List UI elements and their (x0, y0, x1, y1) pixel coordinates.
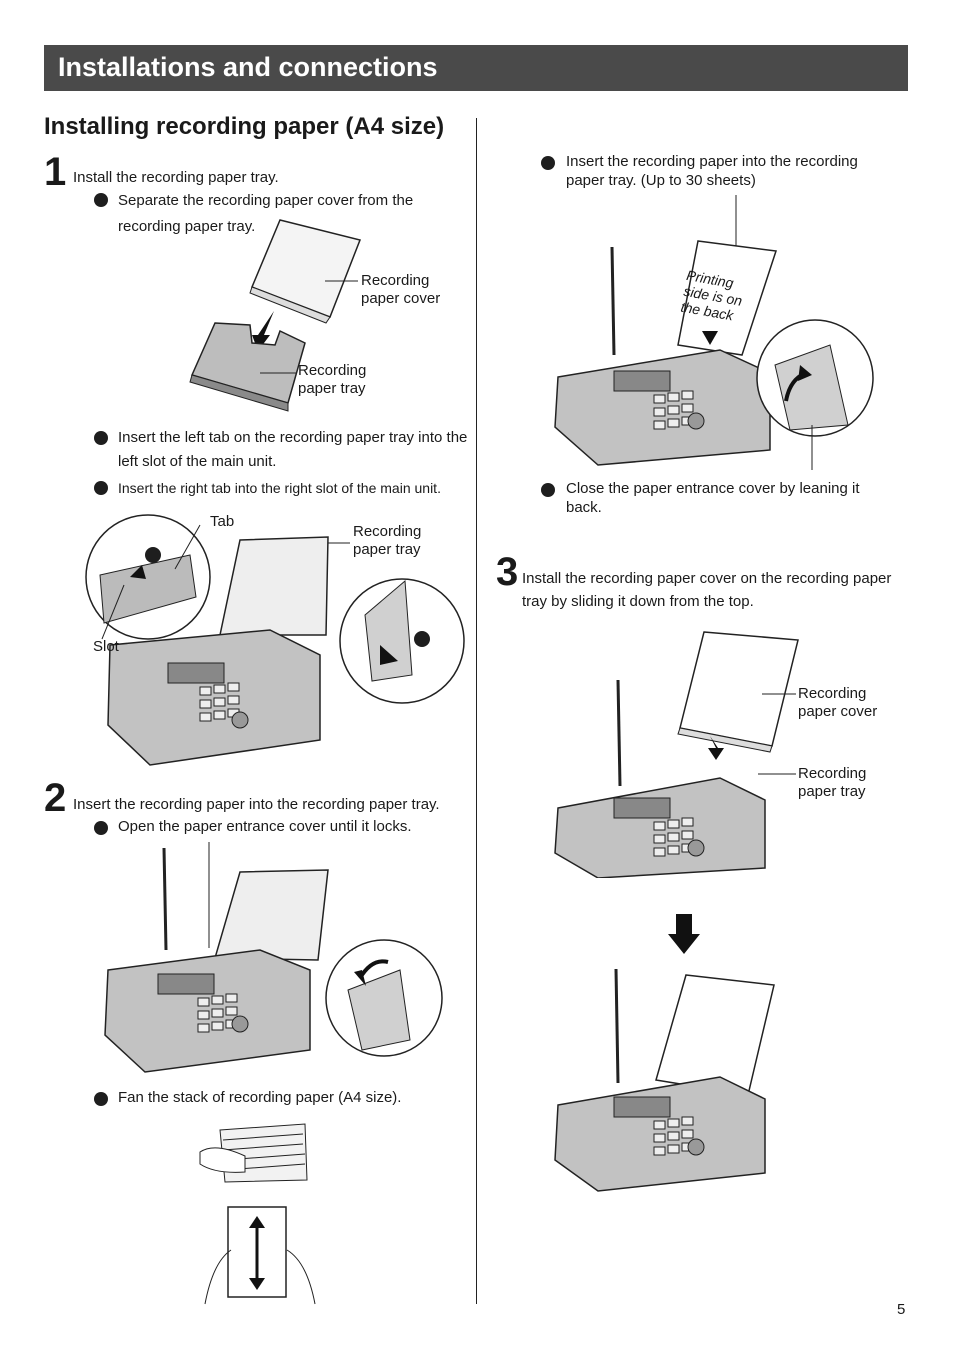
cover-tray-illustration: Recording paper cover Recording paper tr… (180, 215, 470, 415)
step-3-number: 3 (496, 550, 519, 594)
completed-installation-illustration (550, 965, 790, 1200)
bullet-icon (94, 431, 108, 445)
install-cover-illustration: Recording paper cover Recording paper tr… (550, 628, 890, 878)
right-bullet-1: Insert the recording paper into the reco… (566, 153, 858, 189)
column-divider (476, 118, 477, 1304)
step-1-bullet-3: Insert the right tab into the right slot… (118, 480, 441, 496)
bullet-icon (541, 483, 555, 497)
fan-paper-illustration (195, 1112, 325, 1307)
label-step3-tray: Recording paper tray (798, 765, 867, 800)
label-slot: Slot (93, 638, 119, 655)
bullet-icon (94, 193, 108, 207)
bullet-icon (541, 156, 555, 170)
paper-note: Printing side is on the back (680, 267, 747, 325)
insert-paper-illustration: Printing side is on the back (550, 195, 880, 470)
bullet-icon (94, 821, 108, 835)
header-bar: Installations and connections (44, 45, 908, 91)
step-1-bullet-1: Separate the recording paper cover from … (118, 192, 414, 235)
page-header-title: Installations and connections (58, 52, 438, 82)
label-tab: Tab (210, 513, 235, 530)
open-entrance-cover-illustration (100, 840, 450, 1075)
step-2-bullet-1: Open the paper entrance cover until it l… (118, 818, 412, 835)
step-3-text: Install the recording paper cover on the… (522, 570, 892, 610)
step-2-bullet-2: Fan the stack of recording paper (A4 siz… (118, 1089, 402, 1106)
step-2-text: Insert the recording paper into the reco… (73, 796, 440, 813)
bullet-icon (94, 1092, 108, 1106)
section-title: Installing recording paper (A4 size) (44, 113, 445, 140)
label-step3-cover: Recording paper cover (798, 685, 878, 720)
label-recording-paper-cover: Recording paper cover (361, 272, 441, 307)
step-1-number: 1 (44, 150, 67, 194)
step-1-bullet-2: Insert the left tab on the recording pap… (118, 429, 468, 470)
label-recording-paper-tray: Recording paper tray (298, 362, 367, 397)
step-2-number: 2 (44, 776, 67, 820)
tray-insertion-illustration: Tab Recording paper tray Slot (80, 505, 470, 770)
step-1-text: Install the recording paper tray. (73, 169, 279, 186)
down-arrow-icon (668, 914, 700, 954)
bullet-icon (94, 481, 108, 495)
label-recording-paper-tray-2: Recording paper tray (353, 523, 422, 558)
right-bullet-2: Close the paper entrance cover by leanin… (566, 480, 860, 516)
page-number: 5 (897, 1301, 906, 1318)
